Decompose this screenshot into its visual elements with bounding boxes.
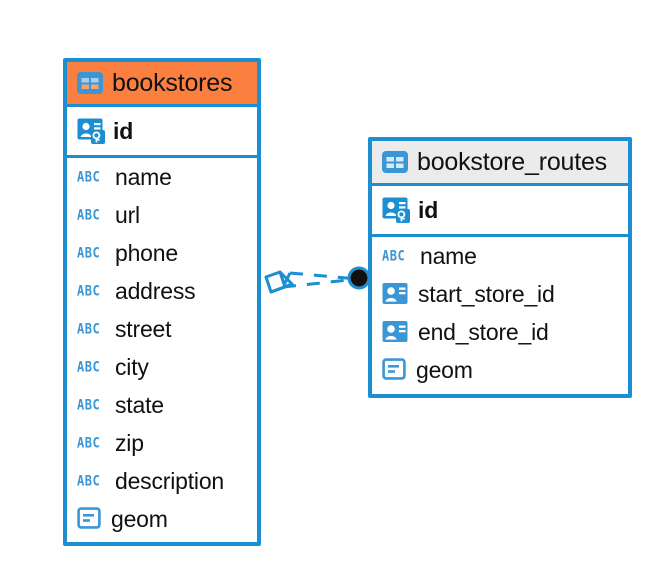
field-label: start_store_id [418, 280, 555, 307]
field-label: url [115, 201, 140, 228]
abc-icon: ABC [77, 320, 101, 338]
field-row[interactable]: geom [67, 500, 257, 538]
primary-key-separator [372, 234, 628, 237]
field-label: state [115, 391, 164, 418]
entity-bookstore-routes[interactable]: bookstore_routes id ABC name [368, 137, 632, 398]
geometry-icon [382, 358, 406, 380]
field-label: name [115, 163, 172, 190]
filled-circle-marker [347, 266, 371, 290]
field-row[interactable]: ABC name [67, 158, 257, 196]
primary-key-icon [382, 197, 410, 223]
abc-icon: ABC [77, 358, 101, 376]
foreign-key-icon [382, 283, 408, 304]
field-label: city [115, 353, 149, 380]
field-row[interactable]: ABC description [67, 462, 257, 500]
abc-icon: ABC [382, 247, 406, 265]
entity-bookstores[interactable]: bookstores id ABC name ABC u [63, 58, 261, 546]
field-label: geom [111, 505, 168, 532]
field-label: name [420, 242, 477, 269]
field-label: address [115, 277, 196, 304]
abc-icon: ABC [77, 244, 101, 262]
foreign-key-icon [382, 321, 408, 342]
field-row[interactable]: ABC name [372, 237, 628, 275]
field-label: geom [416, 356, 473, 383]
field-label: id [418, 196, 439, 223]
abc-icon: ABC [77, 168, 101, 186]
entity-title: bookstore_routes [417, 147, 607, 176]
primary-key-icon [77, 118, 105, 144]
field-row[interactable]: geom [372, 351, 628, 389]
geometry-icon [77, 507, 101, 529]
primary-key-separator [67, 155, 257, 158]
field-row[interactable]: id [372, 186, 628, 234]
relationship-lines [281, 271, 359, 289]
field-row[interactable]: ABC phone [67, 234, 257, 272]
crowsfoot-diamond-marker [264, 270, 294, 294]
relationship-line-lower [282, 277, 359, 289]
abc-icon: ABC [77, 206, 101, 224]
entity-title: bookstores [112, 68, 233, 97]
field-label: description [115, 467, 225, 494]
abc-icon: ABC [77, 282, 101, 300]
table-icon [77, 72, 103, 94]
entity-header-bookstore-routes[interactable]: bookstore_routes [372, 141, 628, 186]
field-label: id [113, 117, 134, 144]
field-row[interactable]: ABC url [67, 196, 257, 234]
entity-header-bookstores[interactable]: bookstores [67, 62, 257, 107]
field-row[interactable]: id [67, 107, 257, 155]
abc-icon: ABC [77, 434, 101, 452]
field-label: zip [115, 429, 144, 456]
abc-icon: ABC [77, 472, 101, 490]
field-label: street [115, 315, 172, 342]
table-icon [382, 151, 408, 173]
field-row[interactable]: ABC city [67, 348, 257, 386]
field-row[interactable]: ABC zip [67, 424, 257, 462]
field-label: end_store_id [418, 318, 549, 345]
relationship-line-upper [289, 271, 359, 281]
relationship-line-branch [281, 272, 292, 288]
field-row[interactable]: ABC street [67, 310, 257, 348]
field-row[interactable]: end_store_id [372, 313, 628, 351]
field-row[interactable]: start_store_id [372, 275, 628, 313]
field-label: phone [115, 239, 178, 266]
field-row[interactable]: ABC state [67, 386, 257, 424]
abc-icon: ABC [77, 396, 101, 414]
field-row[interactable]: ABC address [67, 272, 257, 310]
